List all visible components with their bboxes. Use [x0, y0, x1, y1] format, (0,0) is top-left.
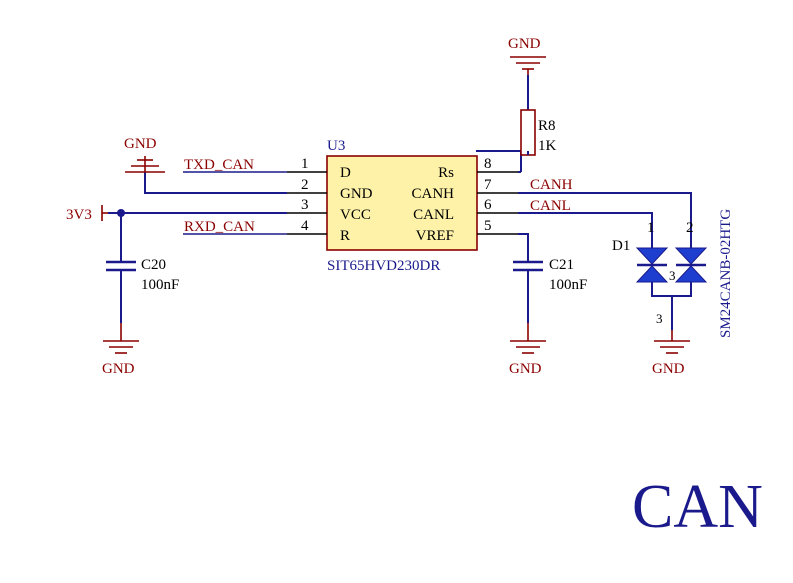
c21-designator: C21 — [549, 257, 574, 273]
capacitor-c20: C20 100nF — [106, 257, 179, 293]
c20-value: 100nF — [141, 277, 179, 293]
pin-2-name: GND — [340, 186, 373, 202]
d1-pin-3-inner: 3 — [669, 268, 676, 283]
gnd-label-r8: GND — [508, 36, 541, 52]
ic-body — [326, 155, 478, 251]
gnd-label-c21: GND — [509, 361, 542, 377]
sheet-title: CAN — [632, 473, 763, 541]
gnd-label-c20: GND — [102, 361, 135, 377]
pin-1-name: D — [340, 165, 351, 181]
d1-pin-2: 2 — [686, 220, 694, 236]
pin-8-number: 8 — [484, 156, 492, 172]
d1-designator: D1 — [612, 238, 630, 254]
pin-3-name: VCC — [340, 207, 371, 223]
resistor-r8-body — [520, 109, 536, 156]
d1-pin-3: 3 — [656, 311, 663, 326]
ic-part-number: SIT65HVD230DR — [327, 258, 440, 274]
pin-1-number: 1 — [301, 156, 309, 172]
r8-designator: R8 — [538, 118, 556, 134]
r8-value: 1K — [538, 138, 557, 154]
net-label-canl: CANL — [530, 198, 571, 214]
pin-8-name: Rs — [438, 165, 454, 181]
resistor-r8: R8 1K — [520, 109, 557, 156]
gnd-symbol-r8: GND — [508, 36, 546, 75]
net-label-canh: CANH — [530, 177, 573, 193]
pin-7-number: 7 — [484, 177, 492, 193]
pin-7-name: CANH — [411, 186, 454, 202]
power-label-3v3: 3V3 — [66, 207, 92, 223]
gnd-symbol-ic: GND — [124, 136, 165, 173]
pin-6-name: CANL — [413, 207, 454, 223]
junction-3v3 — [117, 209, 125, 217]
net-label-rxd: RXD_CAN — [184, 219, 255, 235]
pin-4-number: 4 — [301, 218, 309, 234]
gnd-symbol-d1: GND — [652, 330, 690, 377]
d1-part-number: SM24CANB-02HTG — [718, 209, 734, 338]
gnd-label-ic: GND — [124, 136, 157, 152]
pin-4-name: R — [340, 228, 350, 244]
gnd-symbol-c20: GND — [102, 323, 139, 377]
tvs-diode-d1: D1 1 2 3 3 SM24CANB-02HTG — [612, 209, 734, 338]
c20-designator: C20 — [141, 257, 166, 273]
wires — [108, 75, 692, 330]
pin-3-number: 3 — [301, 197, 309, 213]
pin-6-number: 6 — [484, 197, 492, 213]
pin-5-number: 5 — [484, 218, 492, 234]
gnd-label-d1: GND — [652, 361, 685, 377]
power-port-3v3: 3V3 — [66, 205, 108, 223]
ic-designator: U3 — [327, 138, 345, 154]
pin-5-name: VREF — [416, 228, 454, 244]
pin-2-number: 2 — [301, 177, 309, 193]
gnd-symbol-c21: GND — [509, 323, 546, 377]
c21-value: 100nF — [549, 277, 587, 293]
ic-u3: U3 SIT65HVD230DR 1 2 3 4 D GND VCC R Rs … — [287, 138, 522, 274]
capacitor-c21: C21 100nF — [513, 257, 587, 293]
d1-pin-1: 1 — [647, 220, 655, 236]
net-label-txd: TXD_CAN — [184, 157, 254, 173]
